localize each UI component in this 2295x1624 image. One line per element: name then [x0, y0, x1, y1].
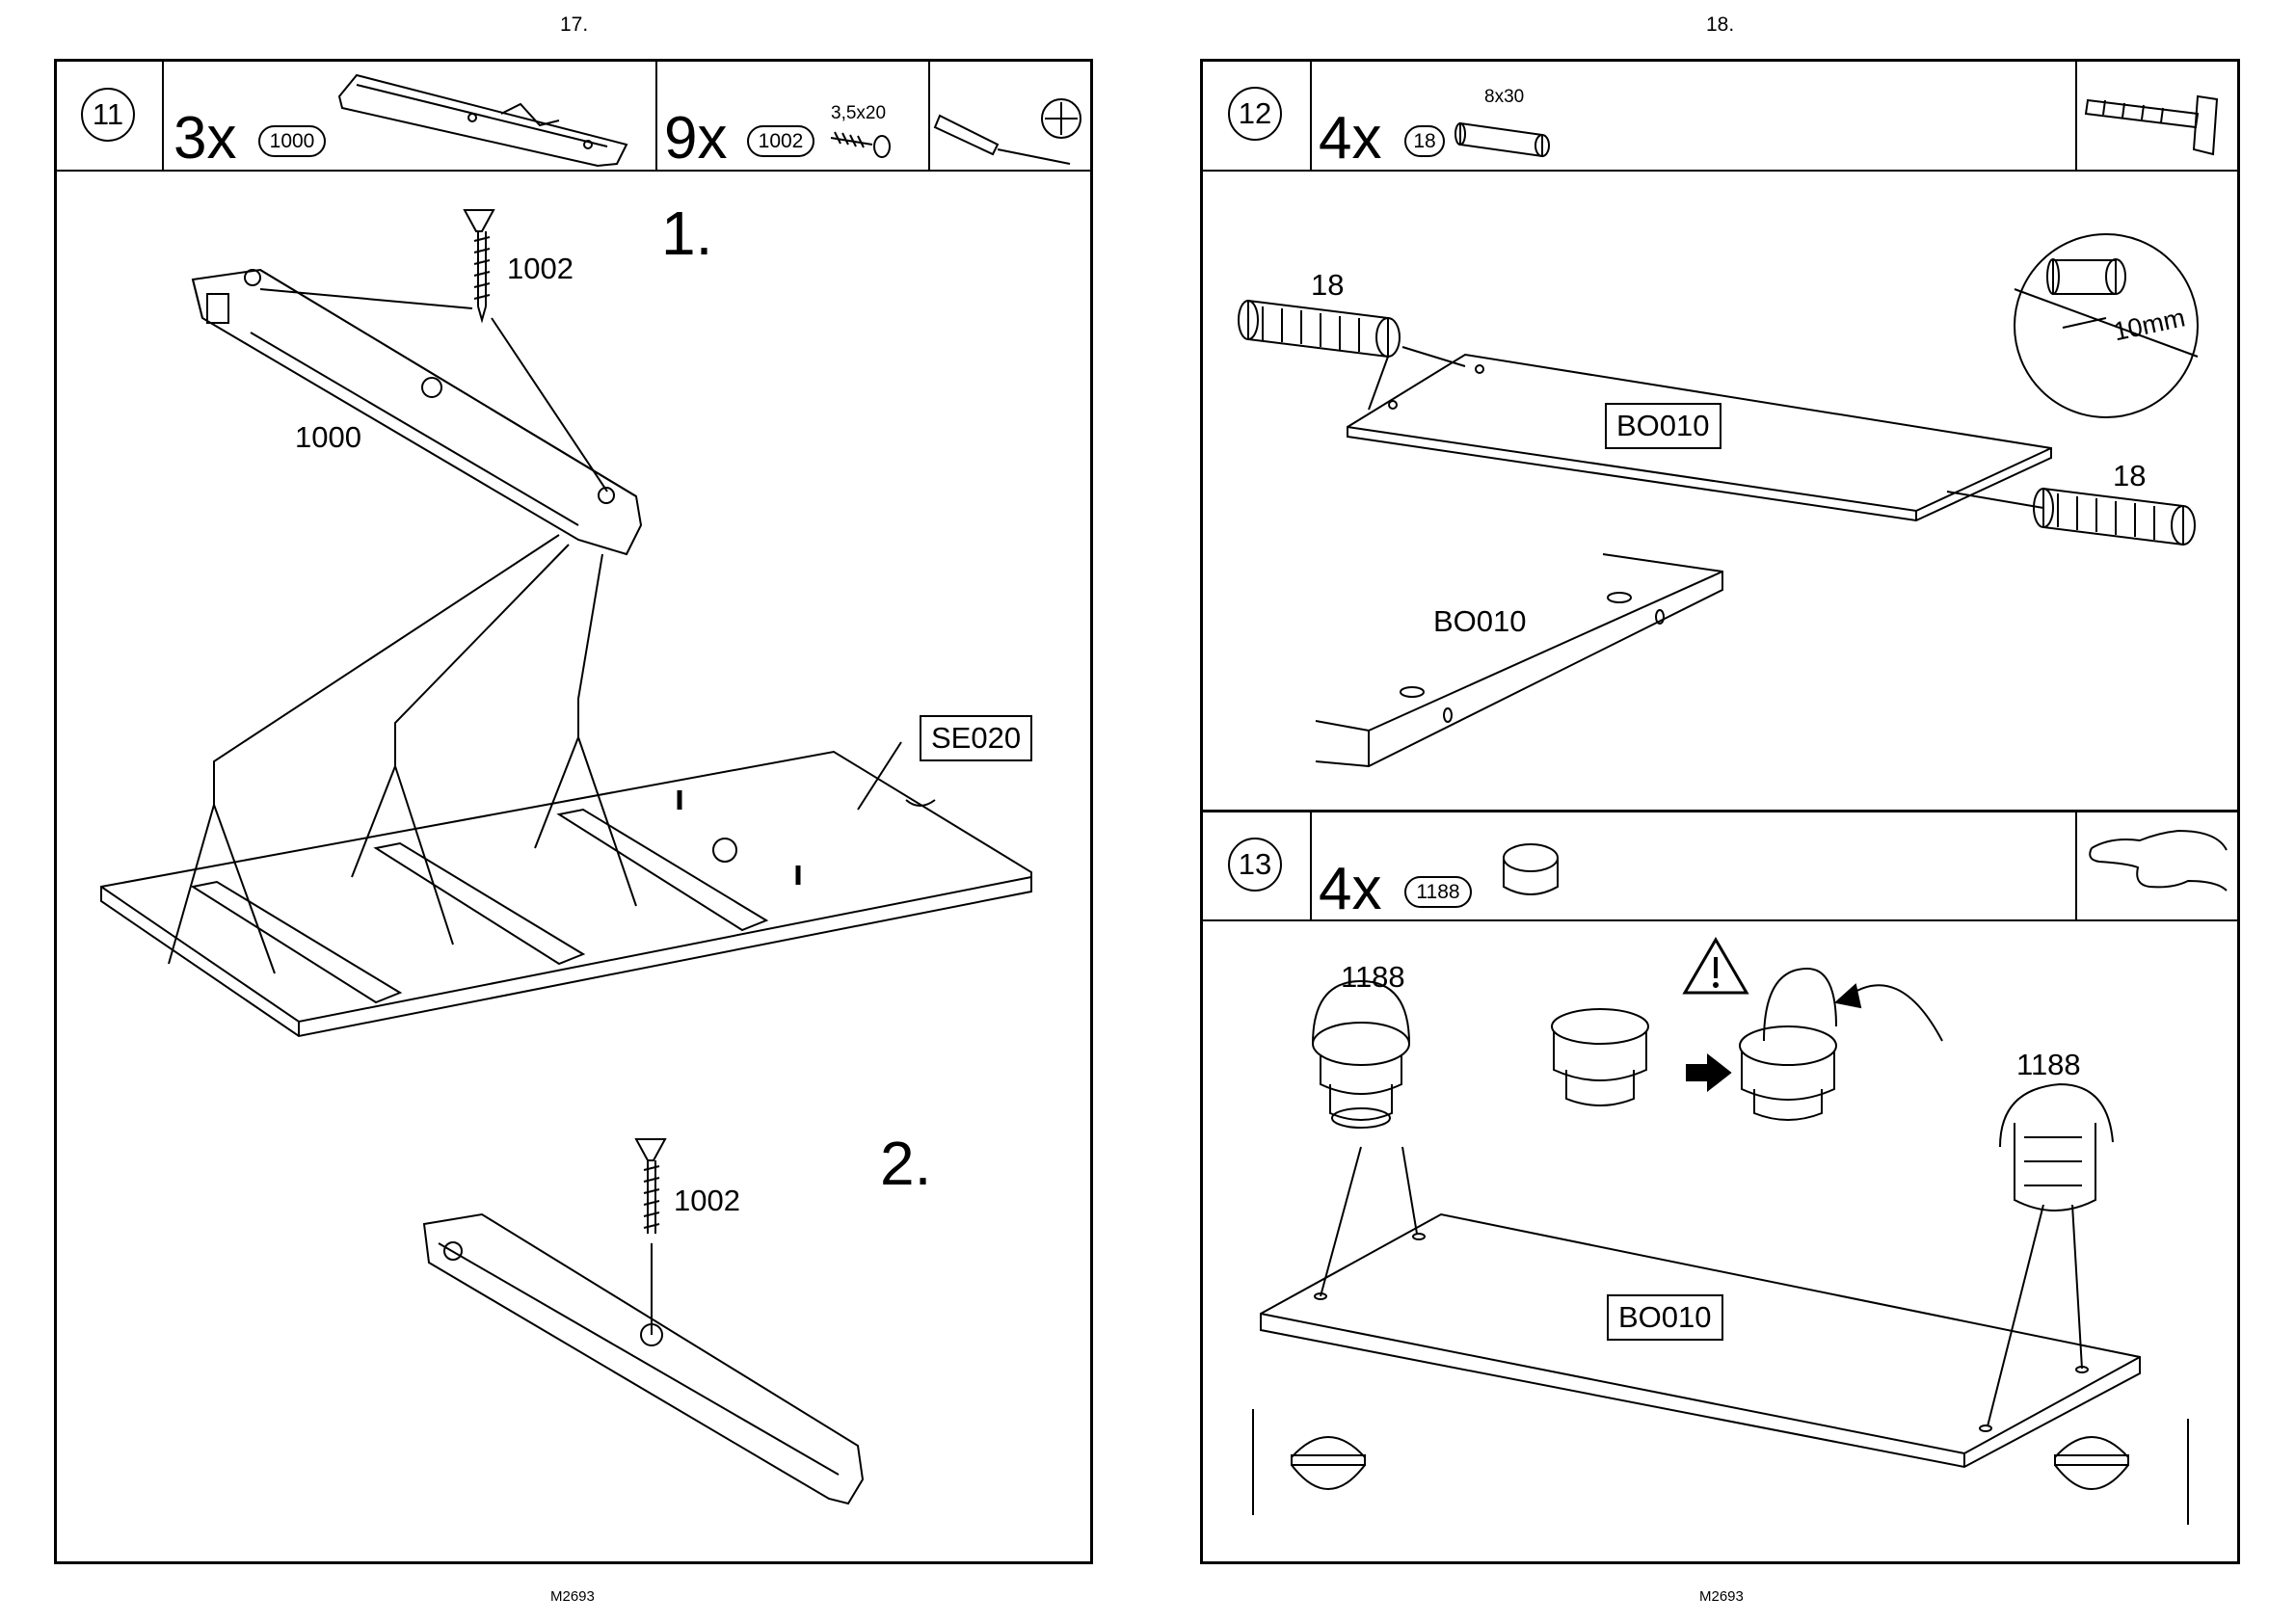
header-divider	[2075, 810, 2077, 921]
panel-label-box: BO010	[1605, 403, 1721, 449]
side-panel-illustration	[101, 752, 1031, 1036]
panel-rails	[193, 810, 766, 1002]
leader-line	[858, 742, 901, 810]
screw-illustration	[465, 210, 494, 320]
header-divider	[1310, 59, 1312, 172]
dowel-size-label: 8x30	[1484, 87, 1524, 108]
leader-line	[352, 545, 569, 945]
screwdriver-icon	[935, 116, 1070, 164]
rail-illustration	[424, 1214, 863, 1504]
part-quantity: 4x	[1319, 860, 1381, 919]
drawer-rail-part-icon	[339, 75, 627, 166]
step-13-panel	[1200, 810, 2240, 1564]
cam-lock-callout-label: 1188	[2016, 1048, 2081, 1082]
panel-callout-label: BO010	[1433, 604, 1527, 639]
cam-lock-callout-label: 1188	[1341, 960, 1405, 995]
part-id-badge: 1188	[1404, 876, 1472, 908]
header-divider	[2075, 59, 2077, 172]
header-divider	[1310, 810, 1312, 921]
leader-line	[260, 289, 607, 492]
rail-illustration	[193, 270, 641, 554]
screw-part-icon	[831, 132, 890, 157]
step-number: 12	[1228, 87, 1282, 141]
dowel-callout-label: 18	[1311, 268, 1344, 303]
panel-label-box: BO010	[1607, 1294, 1723, 1341]
panel-hole	[713, 839, 736, 862]
phillips-head-icon	[1042, 99, 1081, 138]
screw-illustration	[636, 1139, 665, 1335]
part-id-badge: 18	[1404, 125, 1445, 157]
dowel-callout-label: 18	[2113, 459, 2146, 493]
part-quantity: 4x	[1319, 109, 1381, 169]
step-number: 13	[1228, 838, 1282, 892]
